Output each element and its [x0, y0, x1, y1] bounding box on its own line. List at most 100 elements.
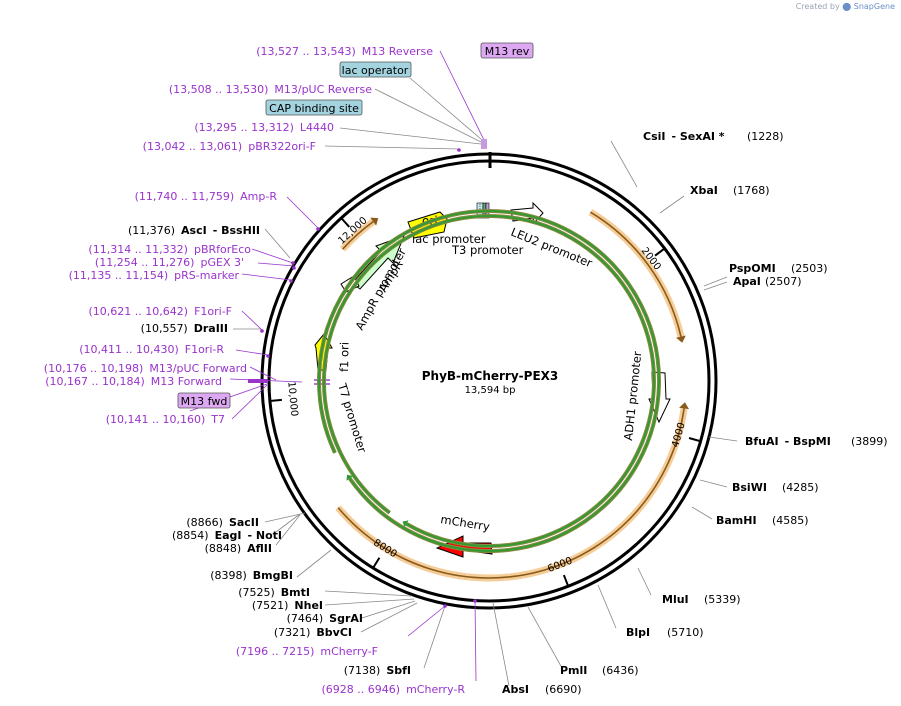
leader-line: [492, 602, 510, 687]
enzyme-site-label[interactable]: AbsI: [502, 683, 529, 696]
primer-label[interactable]: (13,042 .. 13,061)pBR322ori-F: [143, 140, 316, 153]
tick-label: 4000: [670, 421, 688, 448]
primer-label[interactable]: (10,176 .. 10,198)M13/pUC Forward: [44, 362, 247, 375]
primer-name: M13 Forward: [151, 375, 222, 388]
primer-range: (13,527 .. 13,543): [256, 45, 356, 58]
m13-forward-site: [248, 379, 268, 383]
primer-range: (11,254 .. 11,276): [95, 256, 195, 269]
green-arrows: [317, 209, 661, 553]
primer-site-mark: [316, 227, 320, 231]
enzyme-site-label[interactable]: (7138)SbfI: [344, 664, 411, 677]
enzyme-position: (1228): [747, 130, 784, 143]
enzyme-name: AflII: [247, 542, 272, 555]
enzyme-position: (6690): [545, 683, 582, 696]
mcherry-label: mCherry: [440, 512, 491, 534]
enzyme-site-label[interactable]: MluI: [662, 593, 689, 606]
primer-range: (11,740 .. 11,759): [135, 190, 235, 203]
svg-text:M13 rev: M13 rev: [485, 45, 530, 58]
primer-label[interactable]: (10,411 .. 10,430) F1ori-R: [79, 343, 224, 356]
plasmid-title: PhyB-mCherry-PEX3: [422, 369, 559, 383]
enzyme-position: (8398): [210, 569, 247, 582]
primer-label[interactable]: (11,740 .. 11,759)Amp-R: [135, 190, 278, 203]
tick-0: [654, 248, 665, 257]
primer-label[interactable]: (11,314 .. 11,332)pBRforEco: [88, 243, 251, 256]
leader-line: [374, 88, 482, 143]
enzyme-site-label[interactable]: (8848)AflII: [205, 542, 272, 555]
leader-line: [439, 50, 485, 141]
enzyme-name: XbaI: [690, 184, 718, 197]
green-arrow-segment[interactable]: [317, 209, 661, 553]
enzyme-name-2: - BssHII: [213, 224, 260, 237]
enzyme-name: PspOMI: [729, 262, 776, 275]
enzyme-name: SbfI: [386, 664, 411, 677]
enzyme-site-label[interactable]: BfuAI- BspMI: [745, 435, 831, 448]
enzyme-site-label[interactable]: ApaI: [733, 275, 761, 288]
primer-label[interactable]: (13,508 .. 13,530)M13/pUC Reverse: [169, 83, 372, 96]
enzyme-position: (8866): [186, 516, 223, 529]
enzyme-position: (10,557): [141, 322, 188, 335]
primer-site-mark: [260, 329, 264, 333]
phyb-region-arc[interactable]: [335, 402, 690, 582]
snapgene-logo-icon: ⬤: [842, 2, 852, 11]
enzyme-position: (1768): [733, 184, 770, 197]
primer-name: F1ori-F: [194, 305, 232, 318]
svg-text:CAP binding site: CAP binding site: [269, 102, 359, 115]
enzyme-labels: CsiI- SexAI *(1228)XbaI(1768)PspOMI(2503…: [128, 130, 888, 696]
primer-label[interactable]: (10,621 .. 10,642)F1ori-F: [89, 305, 233, 318]
primer-range: (6928 .. 6946): [322, 683, 401, 696]
enzyme-position: (7525): [238, 586, 275, 599]
primer-label[interactable]: (7196 .. 7215)mCherry-F: [236, 645, 378, 658]
enzyme-site-label[interactable]: XbaI: [690, 184, 718, 197]
enzyme-site-label[interactable]: PmlI: [560, 664, 587, 677]
m13-fwd-box[interactable]: M13 fwd: [177, 392, 231, 409]
tick-4: [270, 398, 282, 402]
primer-name: M13/pUC Reverse: [274, 83, 372, 96]
primer-name: F1ori-R: [185, 343, 225, 356]
primer-name: mCherry-F: [320, 645, 378, 658]
enzyme-site-label[interactable]: (7525)BmtI: [238, 586, 310, 599]
enzyme-name: BlpI: [626, 626, 650, 639]
enzyme-site-label[interactable]: BlpI: [626, 626, 650, 639]
leader-line: [610, 140, 638, 188]
enzyme-position: (7321): [274, 626, 311, 639]
enzyme-site-label[interactable]: BsiWI: [732, 481, 767, 494]
enzyme-site-label[interactable]: (8854)EagI- NotI: [172, 529, 282, 542]
primer-label[interactable]: (13,527 .. 13,543)M13 Reverse: [256, 45, 433, 58]
primer-labels: (13,527 .. 13,543)M13 Reverse (13,508 .. …: [44, 45, 466, 696]
primer-label[interactable]: (6928 .. 6946)mCherry-R: [322, 683, 466, 696]
m13-rev-box[interactable]: M13 rev: [480, 42, 534, 59]
enzyme-site-label[interactable]: (7321)BbvCI: [274, 626, 352, 639]
leader-line: [659, 195, 685, 214]
green-arrow-segment[interactable]: [322, 214, 656, 548]
leader-line: [257, 262, 295, 267]
amp-region-arc[interactable]: [339, 217, 379, 252]
enzyme-site-label[interactable]: (7521)NheI: [252, 599, 323, 612]
enzyme-name-2: - SexAI *: [671, 130, 724, 143]
leader-line: [423, 605, 446, 669]
tick-label: 6000: [546, 556, 574, 575]
enzyme-site-label[interactable]: (10,557)DraIII: [141, 322, 228, 335]
primer-name: M13/pUC Forward: [149, 362, 247, 375]
cap-binding-site-box[interactable]: CAP binding site: [265, 99, 363, 116]
primer-label[interactable]: (11,254 .. 11,276)pGEX 3': [95, 256, 244, 269]
enzyme-site-label[interactable]: (8398)BmgBI: [210, 569, 293, 582]
enzyme-site-label[interactable]: (7464)SgrAI: [287, 612, 363, 625]
leu2-region-arc[interactable]: [588, 209, 686, 343]
enzyme-site-label[interactable]: PspOMI: [729, 262, 776, 275]
primer-label[interactable]: (10,167 .. 10,184)M13 Forward: [45, 375, 222, 388]
primer-label[interactable]: (10,141 .. 10,160)T7: [106, 413, 225, 426]
lac-operator-box[interactable]: lac operator: [339, 61, 412, 78]
leader-line: [241, 310, 263, 331]
primer-range: (10,411 .. 10,430): [79, 343, 179, 356]
primer-label[interactable]: (13,295 .. 13,312)L4440: [194, 121, 334, 134]
primer-range: (11,135 .. 11,154): [69, 269, 169, 282]
enzyme-site-label[interactable]: BamHI: [716, 514, 757, 527]
primer-label[interactable]: (11,135 .. 11,154)pRS-marker: [69, 269, 240, 282]
enzyme-site-label[interactable]: (8866)SacII: [186, 516, 259, 529]
enzyme-site-label[interactable]: (11,376)AscI- BssHII: [128, 224, 260, 237]
svg-text:M13 fwd: M13 fwd: [181, 395, 228, 408]
enzyme-position: (2507): [765, 275, 802, 288]
enzyme-site-label[interactable]: CsiI- SexAI *: [643, 130, 725, 143]
leader-line: [264, 228, 291, 259]
leader-line: [360, 602, 418, 633]
